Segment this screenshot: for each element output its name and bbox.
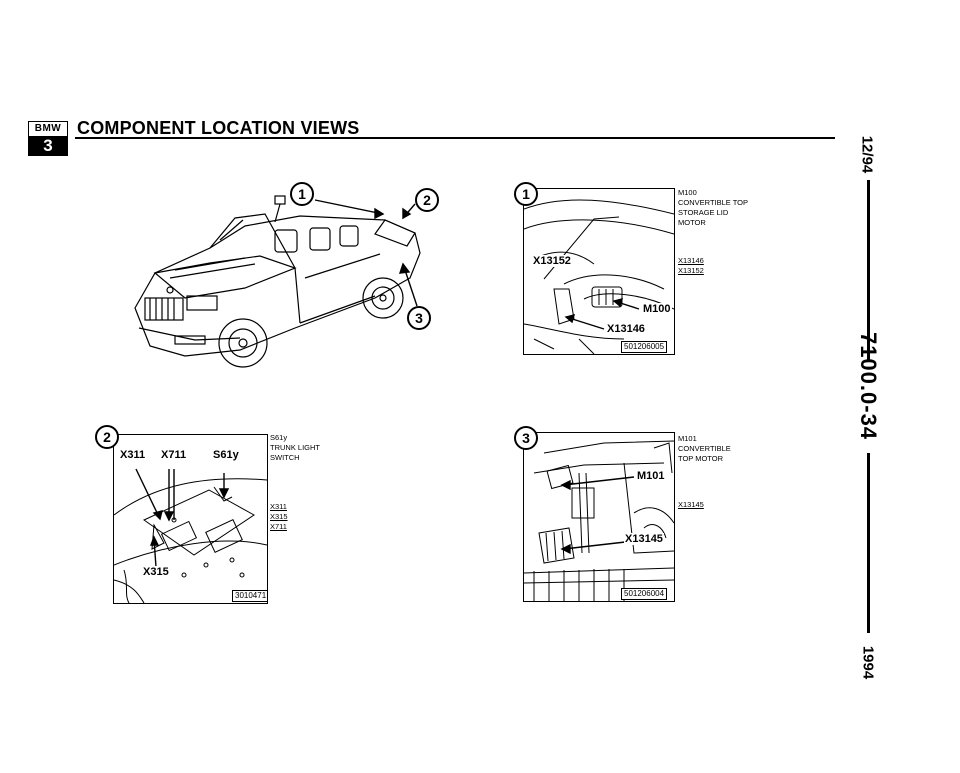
fig1-connector-1: X13146 — [678, 256, 704, 265]
overview-callout-2: 2 — [415, 188, 439, 212]
fig1-desc-line-4: MOTOR — [678, 218, 706, 227]
fig3-connector-1: X13145 — [678, 500, 704, 509]
figure-2-drawing — [114, 468, 267, 603]
figure-2-trunk-light-switch: X311 X711 S61y X315 3010471 — [113, 434, 268, 604]
fig2-connector-2: X315 — [270, 512, 288, 521]
fig3-connectors: X13145 — [678, 500, 704, 510]
logo-bottom: 3 — [28, 136, 68, 156]
fig2-connector-1: X311 — [270, 502, 287, 511]
fig1-desc-line-1: M100 — [678, 188, 697, 197]
logo-top: BMW — [28, 121, 68, 137]
title-rule — [75, 137, 835, 139]
car-overview-illustration: 1 2 3 — [125, 178, 445, 378]
fig1-label-m100: M100 — [642, 303, 672, 315]
fig2-desc-line-3: SWITCH — [270, 453, 300, 462]
fig1-connectors: X13146 X13152 — [678, 256, 704, 276]
fig3-id: 501206004 — [621, 588, 668, 600]
fig3-desc-line-2: CONVERTIBLE — [678, 444, 731, 453]
figure-3-drawing — [524, 440, 674, 601]
car-drawing — [134, 195, 421, 368]
fig3-description: M101 CONVERTIBLE TOP MOTOR — [678, 434, 731, 464]
fig3-label-m101: M101 — [636, 470, 666, 482]
fig2-id: 3010471 — [232, 590, 267, 602]
fig2-description: S61y TRUNK LIGHT SWITCH — [270, 433, 320, 463]
fig3-desc-line-3: TOP MOTOR — [678, 454, 724, 463]
page-title: COMPONENT LOCATION VIEWS — [77, 118, 360, 138]
fig1-id: 501206005 — [621, 341, 668, 353]
margin-rule-top — [867, 180, 870, 362]
fig2-connectors: X311 X315 X711 — [270, 502, 288, 532]
fig1-desc-line-2: CONVERTIBLE TOP — [678, 198, 749, 207]
fig2-label-x315: X315 — [142, 566, 170, 578]
margin-year: 1994 — [859, 645, 877, 680]
figure-3-number: 3 — [514, 426, 538, 450]
fig1-desc-line-3: STORAGE LID — [678, 208, 729, 217]
figure-1-drawing — [524, 199, 674, 354]
figure-3-convertible-top-motor: M101 X13145 501206004 — [523, 432, 675, 602]
overview-callout-3: 3 — [407, 306, 431, 330]
fig1-label-x13152: X13152 — [532, 255, 572, 267]
figure-1-storage-lid-motor: X13152 M100 X13146 501206005 — [523, 188, 675, 355]
fig2-desc-line-1: S61y — [270, 433, 288, 442]
fig2-connector-3: X711 — [270, 522, 287, 531]
fig3-label-x13145: X13145 — [624, 533, 664, 545]
bmw-3-series-logo: BMW 3 — [28, 121, 68, 157]
fig2-label-s61y: S61y — [212, 449, 240, 461]
fig2-desc-line-2: TRUNK LIGHT — [270, 443, 321, 452]
margin-page-code: 7100.0-34 — [856, 331, 881, 441]
fig2-label-x311: X311 — [119, 449, 147, 461]
fig1-description: M100 CONVERTIBLE TOP STORAGE LID MOTOR — [678, 188, 748, 228]
figure-1-number: 1 — [514, 182, 538, 206]
margin-date: 12/94 — [858, 135, 876, 174]
figure-2-number: 2 — [95, 425, 119, 449]
fig2-label-x711: X711 — [160, 449, 188, 461]
fig1-connector-2: X13152 — [678, 266, 704, 275]
overview-callout-1: 1 — [290, 182, 314, 206]
margin-rule-bottom — [867, 453, 870, 633]
fig3-desc-line-1: M101 — [678, 434, 697, 443]
fig1-label-x13146: X13146 — [606, 323, 646, 335]
